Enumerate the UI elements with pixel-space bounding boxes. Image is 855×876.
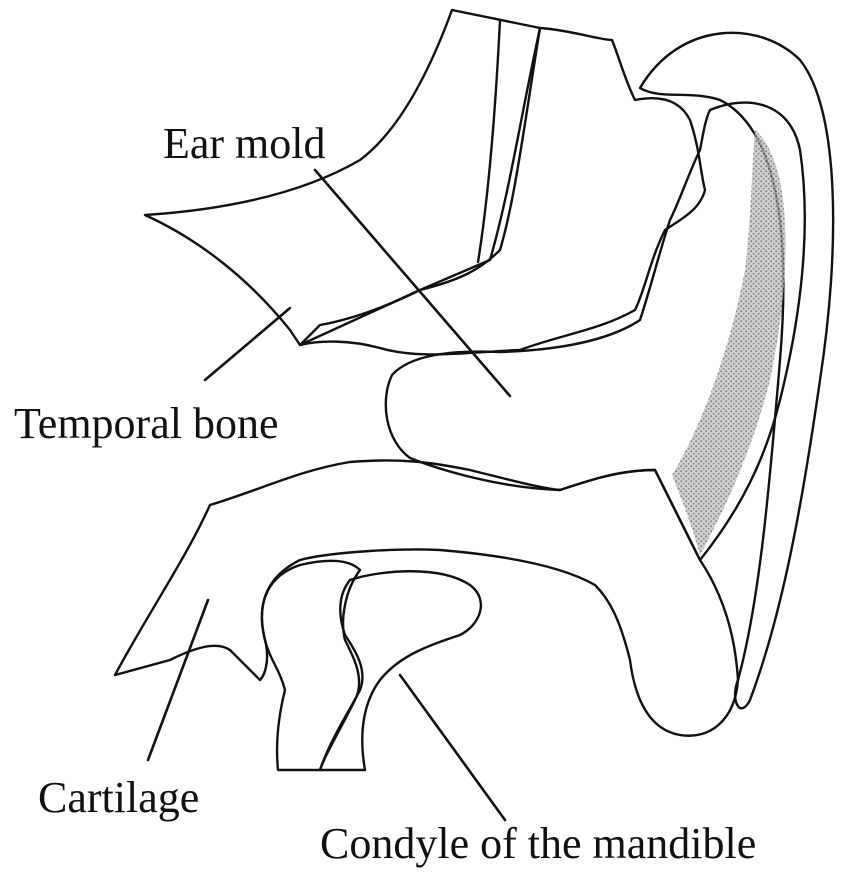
condyle-label: Condyle of the mandible (320, 819, 756, 868)
temporal-bone-leader (205, 308, 290, 380)
ear-mold-label: Ear mold (163, 119, 326, 168)
condyle-shape (320, 571, 481, 770)
cartilage-leader (148, 600, 208, 760)
condyle-leader (400, 675, 505, 820)
cartilage-label: Cartilage (38, 773, 199, 822)
lower-cartilage (115, 460, 738, 735)
mandible-region (262, 561, 360, 770)
temporal-bone-region (145, 10, 540, 345)
temporal-bone-ridge (478, 20, 500, 262)
temporal-bone-label: Temporal bone (14, 399, 279, 448)
